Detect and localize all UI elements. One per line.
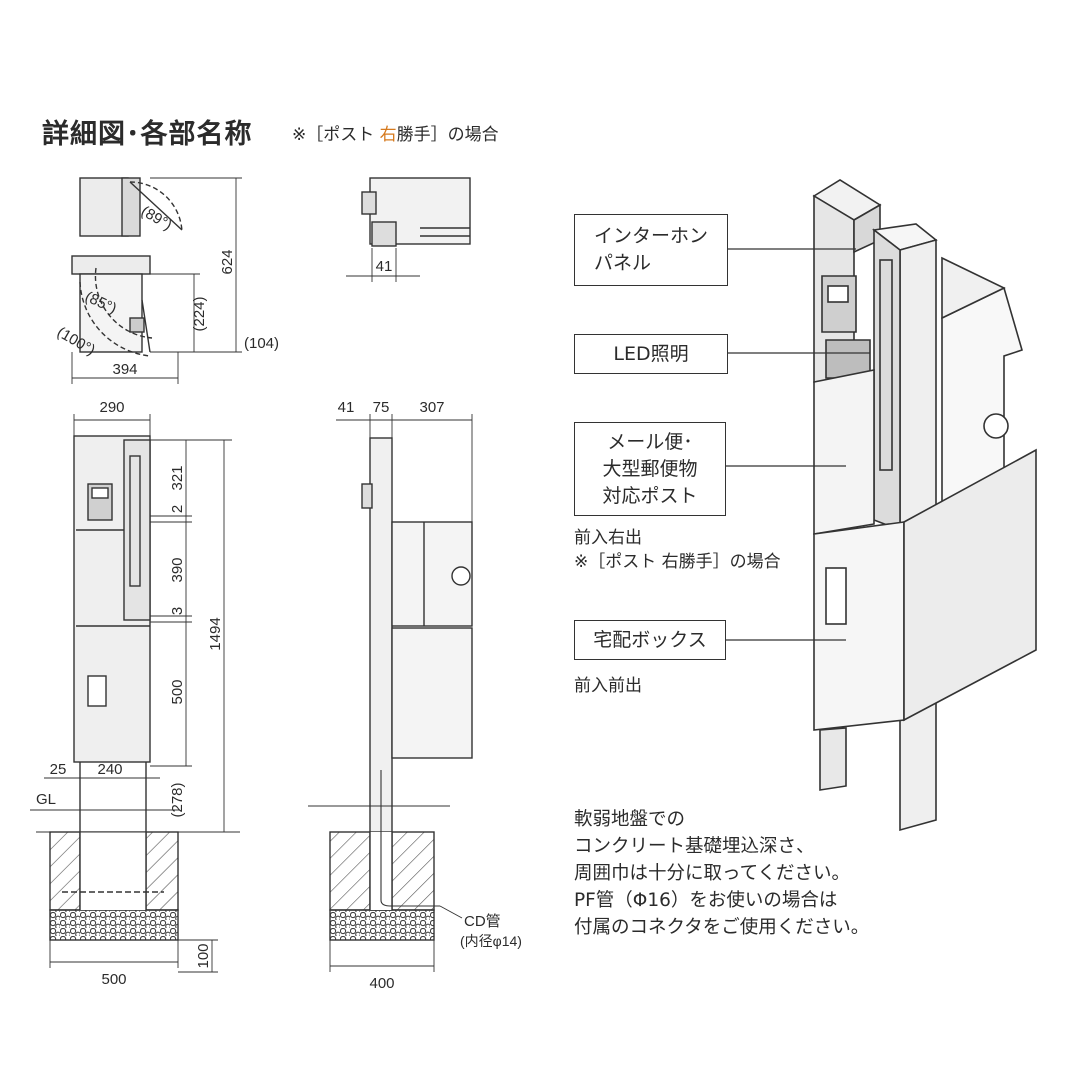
dim-624-label: 624	[219, 249, 236, 274]
delivery-box-subtext: 前入前出	[574, 674, 642, 698]
front-elevation-view	[30, 414, 240, 973]
side-dim-75-label: 75	[373, 399, 390, 416]
front-dim-240-label: 240	[97, 761, 122, 778]
side-dim-41-label: 41	[338, 399, 355, 416]
note-suffix: 勝手］の場合	[396, 125, 499, 145]
front-dim-278-label: (278)	[169, 782, 186, 817]
front-dim-1494-label: 1494	[207, 617, 224, 650]
note-line: 軟弱地盤での	[574, 809, 686, 830]
mail-post-subtext: 前入右出 ※［ポスト 右勝手］の場合	[574, 526, 781, 574]
front-dim-2-label: 2	[169, 505, 186, 513]
dim-224-label: (224)	[191, 296, 208, 331]
dim-104-label: (104)	[244, 335, 279, 352]
front-found-100-label: 100	[195, 943, 212, 968]
front-dim-290-label: 290	[99, 399, 124, 416]
note-prefix: ※［ポスト	[292, 125, 380, 145]
front-found-500-label: 500	[101, 971, 126, 988]
mail-label-line2: 大型郵便物	[602, 457, 698, 480]
small-dim-41-label: 41	[376, 258, 393, 275]
intercom-label-line2: パネル	[593, 252, 651, 274]
front-dim-25-label: 25	[50, 761, 67, 778]
dim-394-label: 394	[112, 361, 137, 378]
gl-label: GL	[36, 791, 56, 808]
mail-label-line1: メール便･	[607, 430, 693, 453]
front-dim-3-label: 3	[169, 607, 186, 615]
mail-post-callout: メール便･ 大型郵便物対応ポスト	[574, 422, 726, 516]
angle-top-label: (89°)	[138, 203, 175, 234]
front-dim-500-label: 500	[169, 679, 186, 704]
led-lighting-callout: LED照明	[574, 334, 728, 374]
note-line: 付属のコネクタをご使用ください。	[574, 917, 870, 938]
intercom-label-line1: インターホン	[593, 225, 708, 247]
callout-leaders	[724, 248, 870, 641]
note-line: PF管（Φ16）をお使いの場合は	[574, 890, 838, 911]
cd-pipe-note: (内径φ14)	[460, 933, 522, 949]
handedness-note: ※［ポスト 右勝手］の場合	[292, 120, 499, 145]
page-title: 詳細図･各部名称	[42, 119, 253, 150]
front-dim-321-label: 321	[169, 465, 186, 490]
note-accent: 右	[379, 125, 397, 145]
small-plan-view	[346, 177, 471, 282]
mail-sub-line1: 前入右出	[574, 528, 642, 548]
isometric-view	[812, 179, 1037, 832]
side-found-400-label: 400	[369, 975, 394, 992]
side-elevation-view	[308, 414, 473, 972]
mail-sub-line2: ※［ポスト 右勝手］の場合	[574, 552, 781, 572]
delivery-box-callout: 宅配ボックス	[574, 620, 726, 660]
note-line: コンクリート基礎埋込深さ、	[574, 836, 815, 857]
delivery-sub: 前入前出	[574, 676, 642, 696]
foundation-note: 軟弱地盤での コンクリート基礎埋込深さ、 周囲巾は十分に取ってください。 PF管…	[574, 806, 869, 941]
front-dim-390-label: 390	[169, 557, 186, 582]
intercom-panel-callout: インターホンパネル	[574, 214, 728, 286]
side-dim-307-label: 307	[419, 399, 444, 416]
delivery-label: 宅配ボックス	[593, 628, 707, 651]
mail-label-line3: 対応ポスト	[602, 484, 698, 507]
top-plan-view	[71, 177, 242, 384]
cd-pipe-label: CD管	[464, 913, 501, 930]
led-label: LED照明	[613, 342, 689, 365]
note-line: 周囲巾は十分に取ってください。	[574, 863, 851, 884]
